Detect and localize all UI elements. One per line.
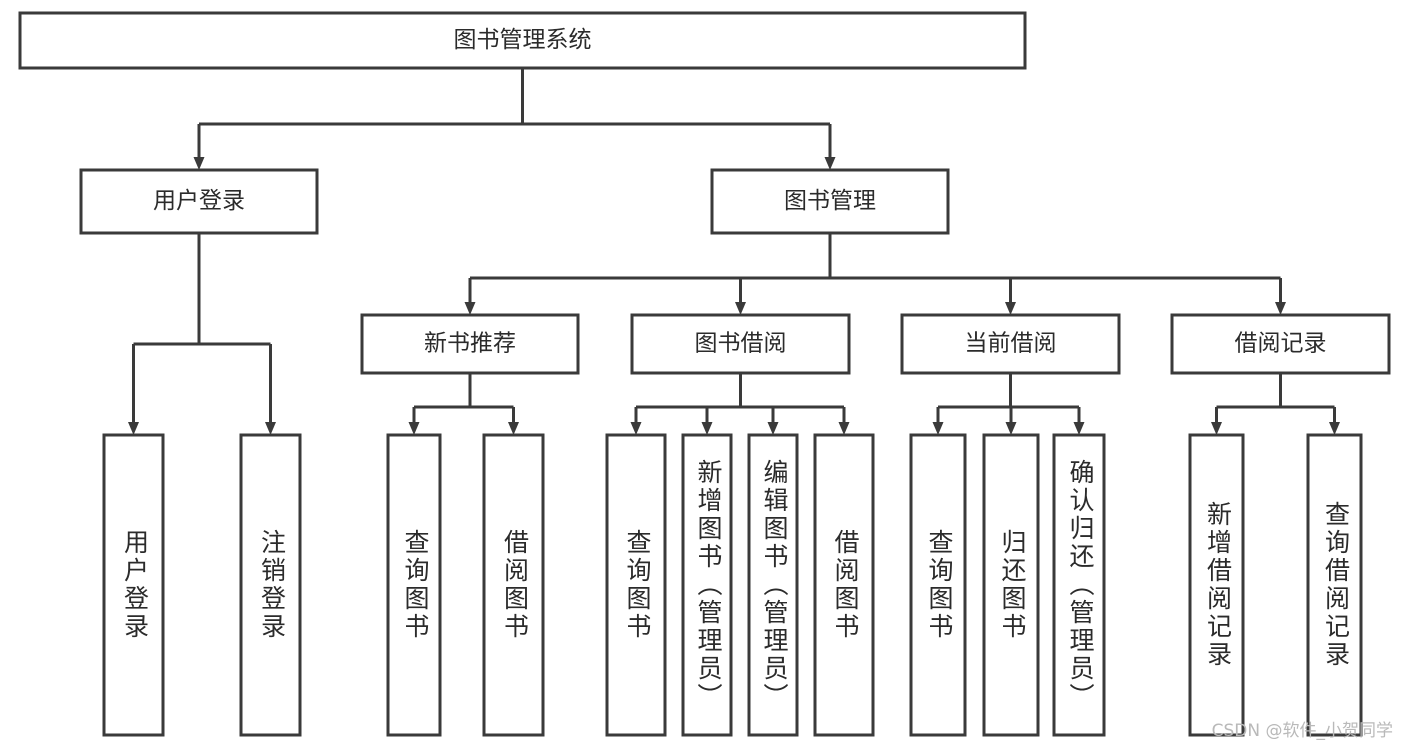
node-l3-new-book-rec[interactable]: 新书推荐 xyxy=(360,313,580,375)
edge-arrow-icon xyxy=(508,422,519,435)
node-leaf-query-book-3[interactable]: 查询图书 xyxy=(909,433,967,737)
edge-arrow-icon xyxy=(932,422,944,435)
edge-arrow-icon xyxy=(838,422,850,435)
node-box xyxy=(18,11,1027,70)
node-leaf-return-book[interactable]: 归还图书 xyxy=(982,433,1040,737)
node-l2-book-mgmt[interactable]: 图书管理 xyxy=(710,168,950,235)
edge-arrow-icon xyxy=(1005,302,1016,315)
node-box xyxy=(710,168,950,235)
node-box xyxy=(1170,313,1391,375)
node-label: 新增借阅记录 xyxy=(1204,501,1233,669)
node-label: 图书管理 xyxy=(784,188,876,214)
node-box xyxy=(79,168,319,235)
edge-arrow-icon xyxy=(1211,422,1222,435)
node-label: 借阅图书 xyxy=(831,529,860,641)
node-box xyxy=(909,433,967,737)
node-box xyxy=(813,433,875,737)
edge-arrow-icon xyxy=(193,157,205,170)
node-label: 借阅图书 xyxy=(501,529,530,641)
node-label: 图书管理系统 xyxy=(454,27,592,53)
node-leaf-query-record[interactable]: 查询借阅记录 xyxy=(1306,433,1363,737)
node-leaf-add-record[interactable]: 新增借阅记录 xyxy=(1188,433,1245,737)
node-label: 用户登录 xyxy=(121,529,150,641)
node-label: 查询图书 xyxy=(623,529,652,641)
nodes-layer: 图书管理系统用户登录图书管理新书推荐图书借阅当前借阅借阅记录用户登录注销登录查询… xyxy=(18,11,1391,737)
node-leaf-borrow-book-2[interactable]: 借阅图书 xyxy=(813,433,875,737)
node-root[interactable]: 图书管理系统 xyxy=(18,11,1027,70)
node-box xyxy=(360,313,580,375)
node-l3-book-borrow[interactable]: 图书借阅 xyxy=(630,313,851,375)
node-leaf-user-login[interactable]: 用户登录 xyxy=(102,433,165,737)
node-box xyxy=(747,433,799,737)
node-leaf-confirm-return[interactable]: 确认归还（管理员） xyxy=(1052,433,1106,737)
node-label: 新增图书（管理员） xyxy=(694,459,723,711)
edge-arrow-icon xyxy=(265,422,276,435)
node-box xyxy=(102,433,165,737)
node-box xyxy=(982,433,1040,737)
node-label: 当前借阅 xyxy=(965,331,1057,357)
node-box xyxy=(900,313,1121,375)
node-leaf-query-book-1[interactable]: 查询图书 xyxy=(386,433,442,737)
node-label: 查询图书 xyxy=(401,529,430,641)
node-l3-borrow-record[interactable]: 借阅记录 xyxy=(1170,313,1391,375)
node-leaf-edit-book[interactable]: 编辑图书（管理员） xyxy=(747,433,799,737)
node-leaf-logout-login[interactable]: 注销登录 xyxy=(239,433,302,737)
edge-arrow-icon xyxy=(1005,422,1017,435)
node-label: 确认归还（管理员） xyxy=(1066,459,1095,711)
edge-arrow-icon xyxy=(824,157,836,170)
node-label: 新书推荐 xyxy=(424,331,516,357)
node-label: 查询借阅记录 xyxy=(1322,501,1351,669)
node-box xyxy=(605,433,667,737)
node-label: 注销登录 xyxy=(258,529,287,641)
edge-arrow-icon xyxy=(1329,422,1340,435)
node-leaf-query-book-2[interactable]: 查询图书 xyxy=(605,433,667,737)
node-box xyxy=(1052,433,1106,737)
node-label: 用户登录 xyxy=(153,188,245,214)
node-box xyxy=(482,433,545,737)
node-label: 查询图书 xyxy=(925,529,954,641)
node-l2-user-login[interactable]: 用户登录 xyxy=(79,168,319,235)
node-label: 编辑图书（管理员） xyxy=(760,459,789,711)
edge-arrow-icon xyxy=(408,422,420,435)
node-leaf-add-book[interactable]: 新增图书（管理员） xyxy=(681,433,733,737)
edge-arrow-icon xyxy=(767,422,779,435)
edge-arrow-icon xyxy=(735,302,746,315)
node-l3-current-borrow[interactable]: 当前借阅 xyxy=(900,313,1121,375)
edge-arrow-icon xyxy=(128,422,139,435)
node-box xyxy=(1306,433,1363,737)
node-label: 借阅记录 xyxy=(1235,331,1327,357)
node-label: 归还图书 xyxy=(998,529,1027,641)
node-box xyxy=(681,433,733,737)
edges-layer xyxy=(128,68,1340,435)
node-box xyxy=(239,433,302,737)
node-box xyxy=(630,313,851,375)
edge-arrow-icon xyxy=(630,422,642,435)
node-leaf-borrow-book-1[interactable]: 借阅图书 xyxy=(482,433,545,737)
edge-arrow-icon xyxy=(1275,302,1286,315)
node-label: 图书借阅 xyxy=(695,331,787,357)
node-box xyxy=(386,433,442,737)
edge-arrow-icon xyxy=(464,302,476,315)
edge-arrow-icon xyxy=(1073,422,1085,435)
edge-arrow-icon xyxy=(701,422,713,435)
node-box xyxy=(1188,433,1245,737)
